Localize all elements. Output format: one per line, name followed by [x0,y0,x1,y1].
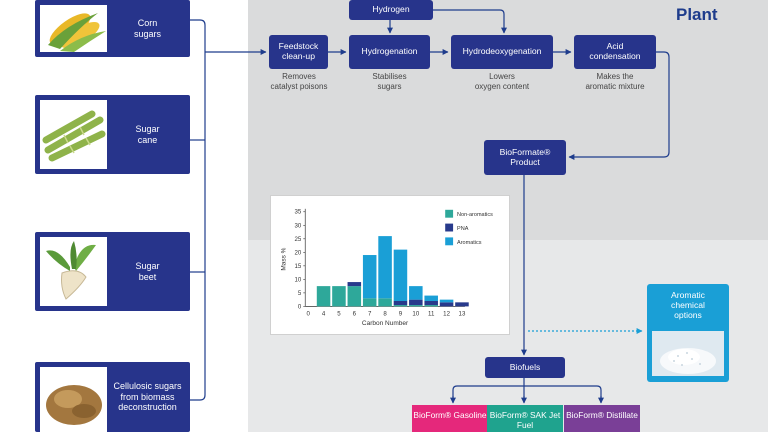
bar-pna-c9 [393,300,408,306]
biomass-image [40,367,107,432]
step-caption: Makes the aromatic mixture [585,72,645,91]
connector-acid-bioformate [568,51,670,160]
feedstock-label: Sugar cane [135,124,160,145]
y-tick-label: 25 [294,236,301,243]
y-tick-label: 0 [298,303,302,310]
x-tick-label: 10 [412,310,419,317]
bioformate-product-box: BioFormate® Product [484,140,566,175]
aromatic-options-label: Aromatic chemical options [671,290,705,320]
product-bioform-distillate: BioForm® Distillate [564,405,640,432]
x-tick-label: 5 [337,310,341,317]
feedstock-label: Sugar beet [135,261,160,282]
product-bioform-gasoline: BioForm® Gasoline [412,405,488,432]
bar-pna-c6 [347,282,362,287]
bar-non-aromatics-c7 [362,298,377,307]
connector-corn [190,19,206,401]
y-tick-label: 5 [298,290,302,297]
legend-label: Aromatics [457,240,482,246]
bar-non-aromatics-c6 [347,286,362,307]
feedstock-corn-sugars: Corn sugars [35,0,190,57]
x-tick-label: 7 [368,310,372,317]
legend-swatch [445,209,454,218]
bar-aromatics-c11 [424,295,438,301]
y-tick-label: 10 [294,276,301,283]
bar-non-aromatics-c10 [409,305,423,307]
x-tick-label: 4 [322,310,326,317]
step-acid-condensation: Acid condensation [574,35,656,69]
bar-pna-c12 [439,302,454,307]
connector-biofuels-products [452,377,602,402]
product-bioform-sak-jet-fuel: BioForm® SAK Jet Fuel [487,405,563,432]
bar-aromatics-c7 [362,255,377,299]
y-axis-label: Mass % [281,247,288,270]
step-caption: Lowers oxygen content [474,72,530,91]
aromatic-chemical-options-box: Aromatic chemical options [647,284,729,382]
step-hydrogenation: Hydrogenation [349,35,430,69]
bar-non-aromatics-c9 [393,305,408,307]
bar-aromatics-c9 [393,249,408,301]
y-tick-label: 30 [294,222,301,229]
bar-aromatics-c12 [439,299,454,303]
bar-non-aromatics-c8 [378,298,392,307]
bar-pna-c13 [455,302,469,307]
legend-swatch [445,237,454,246]
bar-pna-c11 [424,300,438,306]
x-tick-label: 11 [428,310,435,317]
aromatic-crystals-image [652,331,724,376]
bar-aromatics-c10 [409,286,423,300]
x-tick-label: 8 [383,310,387,317]
legend-swatch [445,223,454,232]
hydrogen-box: Hydrogen [349,0,433,20]
legend-label: PNA [457,226,469,232]
biofuels-box: Biofuels [485,357,565,378]
sugar-cane-image [40,100,107,169]
step-hydrodeoxygenation: Hydrodeoxygenation [451,35,553,69]
x-tick-label: 9 [399,310,403,317]
feedstock-label: Cellulosic sugars from biomass deconstru… [113,381,182,413]
bar-non-aromatics-c5 [332,286,346,307]
bar-non-aromatics-c11 [424,305,438,307]
feedstock-sugar-beet: Sugar beet [35,232,190,311]
plant-title: Plant [676,5,718,24]
bar-non-aromatics-c4 [316,286,331,307]
step-feedstock-cleanup: Feedstock clean-up [269,35,328,69]
x-tick-label: 13 [459,310,466,317]
y-tick-label: 35 [294,209,301,216]
y-tick-label: 20 [294,249,301,256]
x-tick-label: 6 [353,310,357,317]
feedstock-sugar-cane: Sugar cane [35,95,190,174]
y-tick-label: 15 [294,263,301,270]
x-tick-label: 0 [306,310,310,317]
x-axis-label: Carbon Number [362,320,409,327]
sugar-beet-image [40,237,107,306]
connector-h2-hdo [433,9,507,34]
step-caption: Stabilises sugars [372,72,407,91]
corn-image [40,5,107,52]
feedstock-cellulosic-sugars: Cellulosic sugars from biomass deconstru… [35,362,190,432]
feedstock-label: Corn sugars [133,18,161,39]
bar-aromatics-c8 [378,236,392,299]
x-tick-label: 12 [443,310,450,317]
step-caption: Removes catalyst poisons [270,72,328,91]
bar-pna-c10 [409,299,423,306]
legend-label: Non-aromatics [457,212,493,218]
